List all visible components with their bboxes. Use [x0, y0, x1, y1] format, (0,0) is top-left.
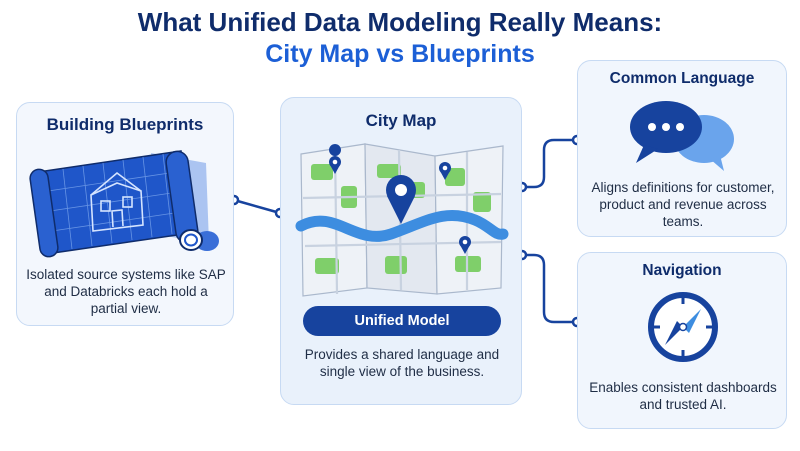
folded-city-map-icon [295, 143, 509, 297]
page-title-line2: City Map vs Blueprints [265, 40, 535, 68]
common-language-title: Common Language [609, 70, 755, 87]
blueprints-text: Isolated source systems like SAP and Dat… [26, 267, 226, 316]
unified-model-badge: Unified Model [303, 306, 501, 336]
chat-bubbles-icon [630, 101, 734, 171]
connector-map-to-language [522, 138, 577, 189]
city-map-title: City Map [365, 111, 437, 130]
navigation-text: Enables consistent dashboards and truste… [589, 380, 777, 412]
navigation-title: Navigation [642, 262, 722, 279]
page-title: What Unified Data Modeling Really Means:… [0, 6, 800, 70]
blueprint-rolls-icon [29, 150, 219, 258]
connector-map-to-navigation [522, 253, 577, 324]
navigation-card: Navigation Enables consistent dashboards… [577, 252, 787, 429]
connector-blueprints-to-map [233, 198, 281, 215]
blueprints-card: Building Blueprints Isolated source syst… [16, 102, 234, 326]
common-language-text: Aligns definitions for customer, product… [591, 180, 775, 229]
compass-icon [648, 292, 718, 362]
location-pin-icon [386, 175, 416, 224]
city-map-card: City Map [280, 97, 522, 405]
blueprints-title: Building Blueprints [46, 115, 204, 134]
city-map-text: Provides a shared language and single vi… [304, 347, 500, 379]
page-title-line1: What Unified Data Modeling Really Means: [137, 7, 663, 37]
common-language-card: Common Language Aligns definitions for c… [577, 60, 787, 237]
